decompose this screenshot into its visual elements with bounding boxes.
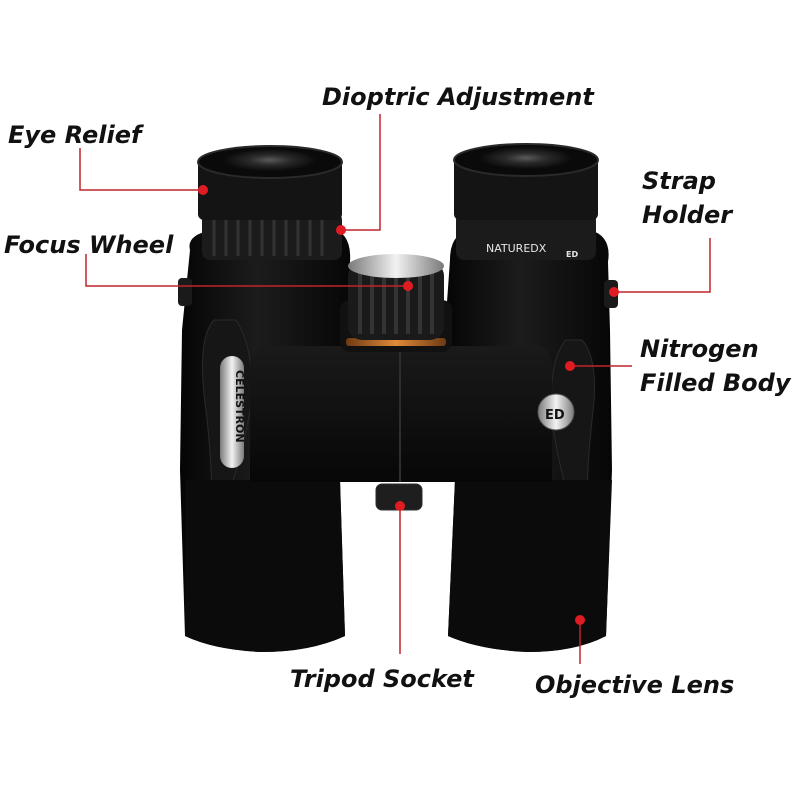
focus-wheel-ridges: [358, 272, 434, 334]
leader-focus-wheel: [85, 254, 408, 287]
marker-focus-wheel: [403, 281, 413, 291]
label-eye-relief-text: Eye Relief: [8, 121, 142, 149]
label-dioptric-adjustment: Dioptric Adjustment: [322, 80, 594, 114]
celestron-badge: [220, 356, 244, 468]
label-nitrogen-filled-body: Nitrogen Filled Body: [640, 332, 791, 400]
leader-strap-holder: [614, 238, 711, 293]
focus-knob-cap: [348, 254, 444, 278]
label-dioptric-text: Dioptric Adjustment: [322, 83, 594, 111]
left-objective-barrel: [185, 480, 345, 652]
leader-dioptric: [341, 114, 381, 231]
marker-objective: [575, 615, 585, 625]
left-eyepiece-ridges: [212, 216, 324, 256]
label-strap-line2: Holder: [642, 201, 733, 229]
naturedx-suffix: ED: [566, 250, 578, 259]
marker-dioptric: [336, 225, 346, 235]
marker-eye-relief: [198, 185, 208, 195]
celestron-badge-text: CELESTRON: [233, 370, 246, 443]
right-objective-barrel: [448, 480, 612, 652]
label-strap-line1: Strap: [642, 167, 716, 195]
naturedx-badge: NATUREDX: [486, 242, 547, 255]
leader-eye-relief: [79, 148, 203, 191]
label-objective-text: Objective Lens: [535, 671, 735, 699]
marker-tripod: [395, 501, 405, 511]
right-eyepiece-collar: [456, 212, 596, 260]
label-tripod-socket: Tripod Socket: [290, 662, 474, 696]
label-eye-relief: Eye Relief: [8, 118, 141, 152]
marker-nitrogen: [565, 361, 575, 371]
label-objective-lens: Objective Lens: [535, 668, 734, 702]
label-nitrogen-line1: Nitrogen: [640, 335, 759, 363]
label-focus-wheel-text: Focus Wheel: [4, 231, 174, 259]
left-strap-lug: [178, 278, 192, 306]
right-eyepiece-lens: [480, 147, 572, 169]
ed-badge-text: ED: [545, 408, 565, 423]
label-focus-wheel: Focus Wheel: [4, 228, 173, 262]
label-nitrogen-line2: Filled Body: [640, 369, 791, 397]
marker-strap-holder: [609, 287, 619, 297]
ed-badge: [537, 393, 575, 431]
label-strap-holder: Strap Holder: [642, 164, 732, 232]
left-eyepiece-lens: [224, 149, 316, 171]
label-tripod-text: Tripod Socket: [290, 665, 474, 693]
